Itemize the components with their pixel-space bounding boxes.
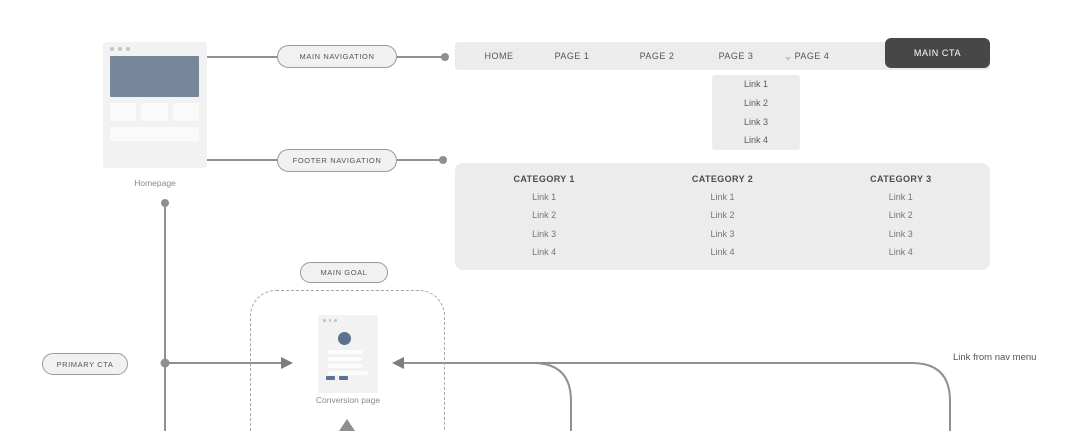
main-goal-dashed-box: [250, 290, 445, 431]
footer-category-title: CATEGORY 2: [691, 174, 754, 184]
footer-category-title: CATEGORY 3: [870, 174, 932, 184]
main-navigation-bar: HOME PAGE 1 PAGE 2 PAGE 3 PAGE 4 MAIN CT…: [455, 38, 990, 70]
footer-column-3: CATEGORY 3 Link 1 Link 2 Link 3 Link 4: [812, 171, 990, 270]
homepage-footer-block: [110, 127, 199, 141]
footer-link[interactable]: Link 1: [710, 192, 735, 202]
conversion-text-blocks: [328, 350, 372, 378]
footer-category-title: CATEGORY 1: [513, 174, 575, 184]
homepage-label: Homepage: [134, 178, 176, 188]
nav-menu-link-branch-line: [532, 362, 572, 431]
footer-navigation-pill: FOOTER NAVIGATION: [277, 149, 397, 172]
footer-link[interactable]: Link 4: [710, 247, 735, 258]
footer-navigation-box: CATEGORY 1 Link 1 Link 2 Link 3 Link 4 C…: [455, 163, 990, 270]
primary-cta-junction-dot: [160, 358, 170, 368]
nav-item-page-4[interactable]: PAGE 4: [794, 51, 830, 61]
conversion-button-blocks: [326, 376, 348, 380]
footer-link[interactable]: Link 3: [710, 228, 735, 239]
footer-link[interactable]: Link 1: [888, 192, 913, 202]
homepage-thumbnail: [103, 42, 207, 168]
footer-link[interactable]: Link 2: [532, 210, 557, 221]
page3-dropdown-menu: Link 1 Link 2 Link 3 Link 4: [712, 75, 800, 150]
conversion-page-label: Conversion page: [315, 395, 381, 405]
conversion-avatar-block: [338, 332, 351, 345]
footer-link[interactable]: Link 1: [532, 192, 557, 202]
footer-link[interactable]: Link 4: [532, 247, 557, 258]
footer-link[interactable]: Link 3: [532, 228, 557, 239]
browser-window-dots-icon: [110, 47, 130, 51]
dropdown-link-4[interactable]: Link 4: [743, 135, 769, 146]
caret-down-icon: [785, 57, 791, 61]
main-navigation-pill: MAIN NAVIGATION: [277, 45, 397, 68]
nav-item-home[interactable]: HOME: [484, 51, 514, 61]
footer-column-2: CATEGORY 2 Link 1 Link 2 Link 3 Link 4: [633, 171, 811, 270]
conversion-page-thumbnail: [318, 315, 378, 393]
footer-column-1: CATEGORY 1 Link 1 Link 2 Link 3 Link 4: [455, 171, 633, 270]
footer-link[interactable]: Link 2: [888, 210, 913, 221]
footer-link[interactable]: Link 3: [888, 228, 913, 239]
nav-item-page-1[interactable]: PAGE 1: [554, 51, 590, 61]
nav-item-page-2[interactable]: PAGE 2: [639, 51, 675, 61]
footer-link[interactable]: Link 2: [710, 210, 735, 221]
dropdown-link-2[interactable]: Link 2: [743, 97, 769, 108]
browser-window-dots-icon: [323, 319, 337, 322]
footer-link[interactable]: Link 4: [888, 247, 913, 258]
footernav-endpoint-dot: [439, 156, 447, 164]
main-cta-button[interactable]: MAIN CTA: [885, 38, 990, 68]
dropdown-link-3[interactable]: Link 3: [743, 116, 769, 127]
nav-item-page-3[interactable]: PAGE 3: [718, 51, 754, 61]
link-from-nav-menu-note: Link from nav menu: [953, 352, 1037, 363]
homepage-hero-block: [110, 56, 199, 97]
dropdown-link-1[interactable]: Link 1: [743, 79, 769, 90]
main-goal-pill: MAIN GOAL: [300, 262, 388, 283]
primary-cta-pill: PRIMARY CTA: [42, 353, 128, 375]
nav-menu-link-line: [404, 362, 951, 431]
homepage-flow-dot: [161, 199, 169, 207]
mainnav-endpoint-dot: [441, 53, 449, 61]
homepage-content-blocks: [110, 103, 199, 121]
